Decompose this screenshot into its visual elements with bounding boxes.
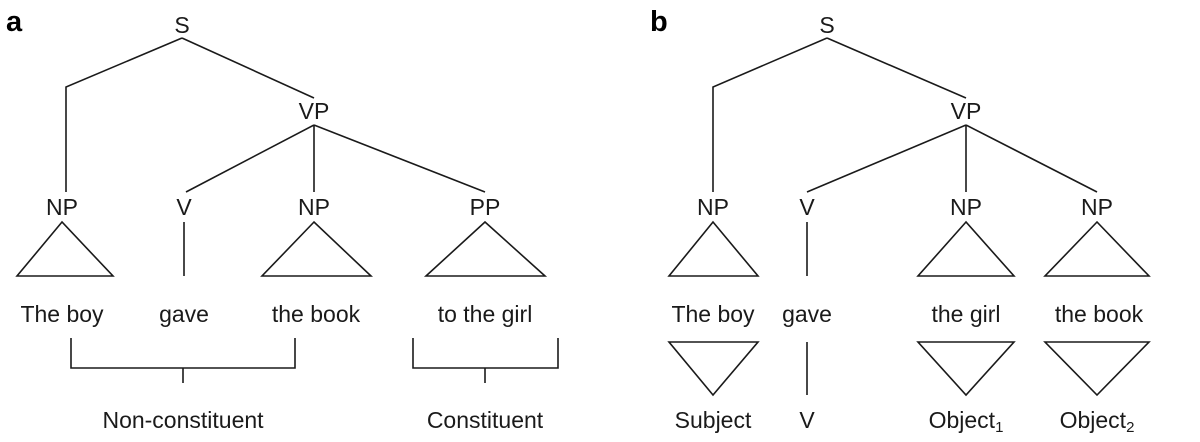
node-vp: VP bbox=[950, 98, 982, 124]
role-subject: Subject bbox=[675, 409, 752, 432]
edge-vp-to-v bbox=[806, 124, 967, 193]
node-pp: PP bbox=[469, 194, 501, 220]
leaf-to-the-girl: to the girl bbox=[437, 301, 533, 327]
node-np-subject: NP bbox=[46, 194, 78, 220]
edge-vp-to-np2 bbox=[965, 124, 1098, 193]
edge-s-to-np bbox=[712, 37, 828, 192]
node-v: V bbox=[799, 194, 815, 220]
node-s: S bbox=[174, 12, 190, 38]
node-np-subject: NP bbox=[697, 194, 729, 220]
triangle-np-the-girl bbox=[916, 220, 1016, 277]
triangle-np-the-boy bbox=[15, 220, 115, 277]
panel-b: b bbox=[600, 0, 1200, 442]
role-object1-sub: 1 bbox=[995, 419, 1004, 436]
node-np-object1: NP bbox=[950, 194, 982, 220]
role-object2-text: Object bbox=[1059, 407, 1127, 433]
role-object2: Object2 bbox=[1059, 407, 1135, 436]
leaf-the-girl: the girl bbox=[931, 301, 1001, 327]
role-v: V bbox=[799, 409, 814, 432]
node-np-object2: NP bbox=[1081, 194, 1113, 220]
panel-a: a bbox=[6, 6, 559, 433]
bracket-constituent bbox=[412, 338, 559, 369]
role-object2-sub: 2 bbox=[1126, 419, 1135, 436]
triangle-pp-to-the-girl bbox=[423, 220, 548, 277]
leaf-the-book: the book bbox=[271, 301, 361, 327]
node-vp: VP bbox=[298, 98, 330, 124]
downtriangle-subject bbox=[667, 341, 760, 397]
label-constituent: Constituent bbox=[426, 407, 544, 433]
node-v: V bbox=[176, 194, 192, 220]
role-v-text: V bbox=[799, 407, 815, 433]
bracket-non-constituent bbox=[70, 338, 296, 369]
role-object1: Object1 bbox=[928, 407, 1004, 436]
panel-label-b: b bbox=[650, 6, 668, 38]
leaf-the-boy: The boy bbox=[671, 301, 755, 327]
label-non-constituent: Non-constituent bbox=[102, 407, 264, 433]
triangle-np-the-boy bbox=[667, 220, 760, 277]
panel-label-a: a bbox=[6, 6, 22, 38]
leaf-the-boy: The boy bbox=[20, 301, 104, 327]
edge-s-to-vp bbox=[181, 37, 315, 99]
role-subject-text: Subject bbox=[674, 407, 752, 433]
downtriangle-object2 bbox=[1043, 341, 1151, 397]
leaf-gave: gave bbox=[782, 301, 832, 327]
node-s: S bbox=[819, 12, 835, 38]
triangle-np-the-book bbox=[1043, 220, 1151, 277]
downtriangle-object1 bbox=[916, 341, 1016, 397]
edge-s-to-np bbox=[65, 37, 183, 192]
leaf-the-book: the book bbox=[1054, 301, 1144, 327]
edge-vp-to-v bbox=[185, 124, 315, 193]
panel-a-lines bbox=[15, 37, 559, 383]
leaf-gave: gave bbox=[159, 301, 209, 327]
triangle-np-the-book bbox=[260, 220, 374, 277]
panel-b-lines bbox=[667, 37, 1151, 397]
edge-vp-to-pp bbox=[313, 124, 486, 193]
edge-s-to-vp bbox=[826, 37, 967, 99]
role-object1-text: Object bbox=[928, 407, 996, 433]
node-np-object: NP bbox=[298, 194, 330, 220]
